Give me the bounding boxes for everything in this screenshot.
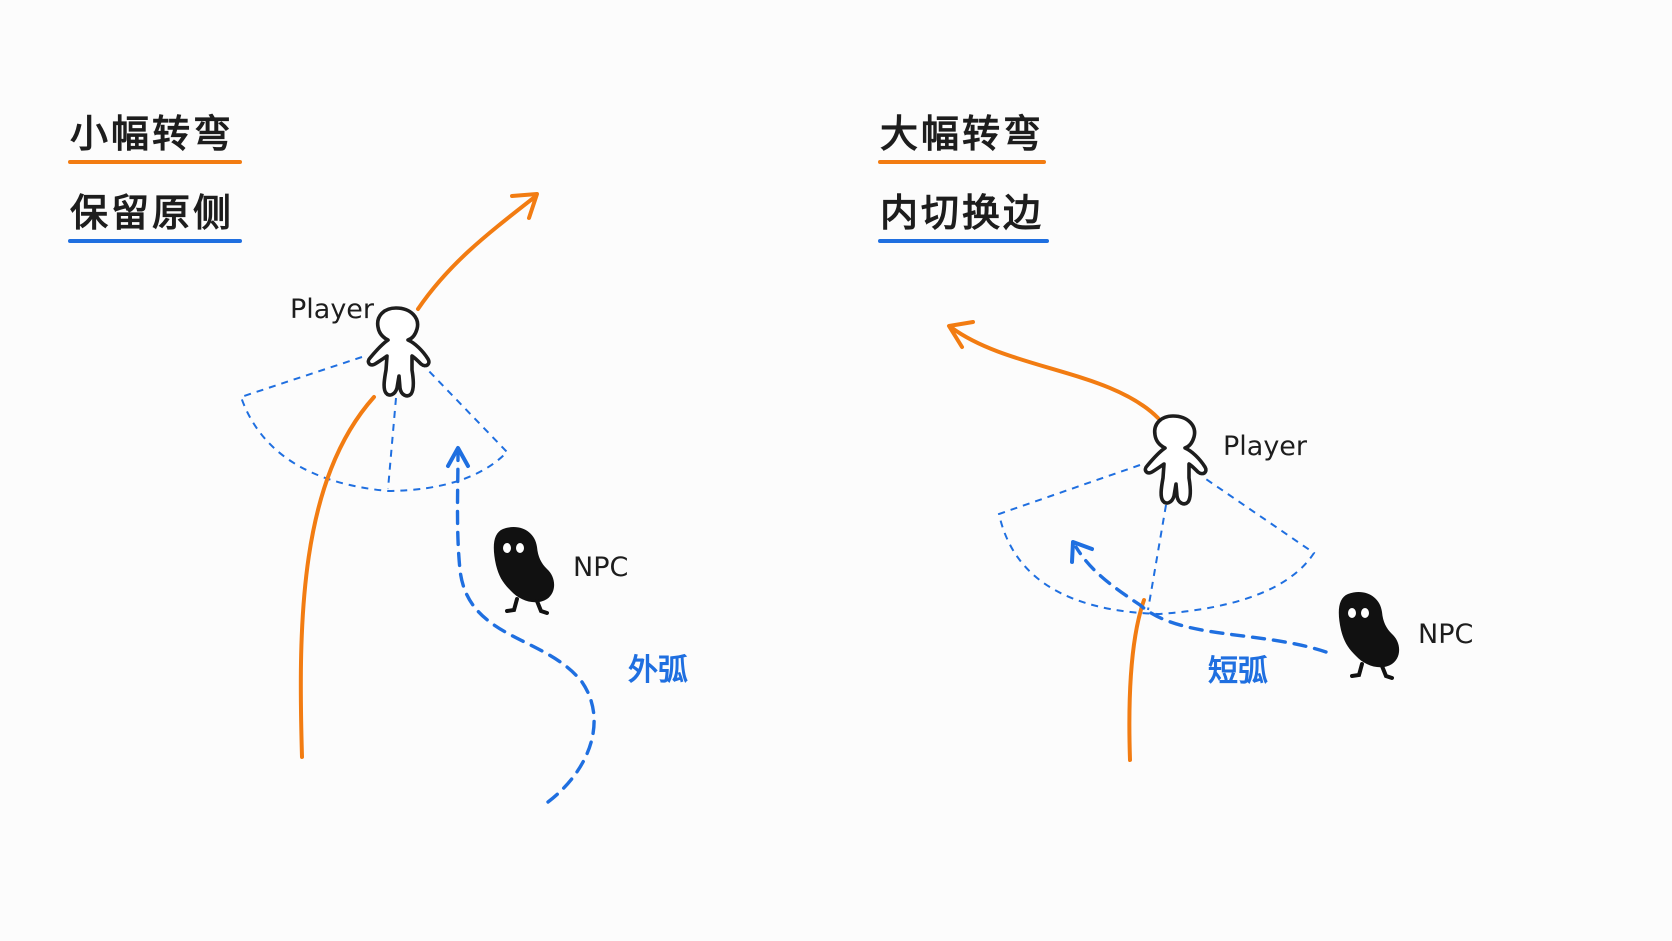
left-panel: 小幅转弯 保留原侧 Player NPC 外弧	[68, 112, 688, 804]
right-title: 大幅转弯	[880, 112, 1044, 156]
right-npc-label: NPC	[1418, 619, 1473, 650]
right-player-arrowhead	[947, 320, 975, 349]
right-npc-arrowhead	[1070, 540, 1094, 564]
left-npc-arrowhead	[446, 446, 470, 468]
right-subtitle: 内切换边	[880, 191, 1044, 235]
right-panel: 大幅转弯 内切换边 Player NPC 短弧	[878, 112, 1473, 762]
left-vision-cone	[239, 356, 509, 493]
left-title: 小幅转弯	[70, 112, 234, 156]
left-arc-label: 外弧	[628, 653, 688, 688]
left-player-path	[298, 192, 539, 759]
left-npc-label: NPC	[573, 552, 628, 583]
right-player-path	[947, 320, 1160, 762]
left-player-arrowhead	[510, 192, 539, 220]
right-npc-path	[1070, 540, 1328, 654]
right-player-icon	[1143, 414, 1208, 506]
left-player-icon	[366, 306, 431, 398]
left-npc-path	[446, 446, 596, 804]
right-vision-cone	[997, 464, 1316, 616]
left-npc-icon	[491, 525, 557, 615]
right-player-label: Player	[1223, 431, 1308, 462]
left-subtitle: 保留原侧	[70, 191, 234, 235]
left-player-label: Player	[290, 294, 375, 325]
right-npc-icon	[1336, 590, 1402, 680]
right-arc-label: 短弧	[1208, 654, 1268, 689]
